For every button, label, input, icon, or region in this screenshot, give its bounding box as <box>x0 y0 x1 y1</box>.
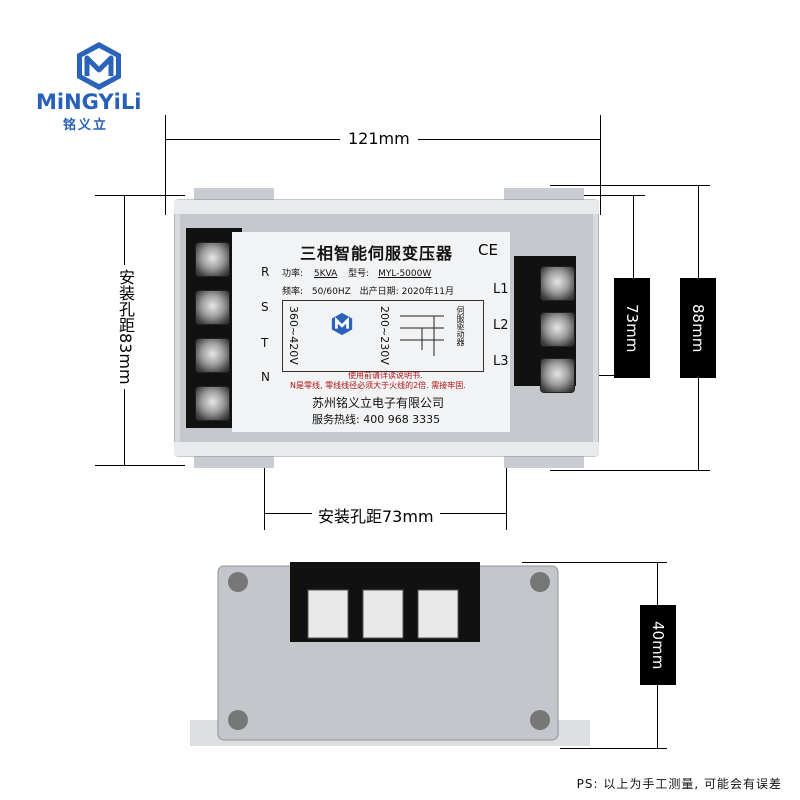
date-value: 2020年11月 <box>401 287 454 297</box>
footnote: PS: 以上为手工测量, 可能会有误差 <box>576 777 782 791</box>
dim-tick-h2 <box>550 470 710 471</box>
ce-mark: CE <box>478 241 498 259</box>
brand-name-cn: 铭义立 <box>63 118 109 133</box>
terminal-screw-icon <box>540 358 575 393</box>
wiring-diagram <box>282 300 484 372</box>
output-voltage: 200~230V <box>378 306 391 365</box>
driver-label: 伺服驱动器 <box>456 306 465 346</box>
dim-depth-label: 40mm <box>640 605 676 685</box>
dim-tick-mw2 <box>506 460 507 530</box>
nameplate <box>232 232 510 432</box>
dim-terminal-label: 73mm <box>614 278 650 378</box>
warning-1: 使用前请详读说明书. <box>348 371 423 380</box>
terminal-screw-icon <box>195 290 230 325</box>
terminal-screw-icon <box>195 338 230 373</box>
terminal-screw-icon <box>540 312 575 347</box>
product-title: 三相智能伺服变压器 <box>300 244 454 263</box>
power-value: 5KVA <box>313 269 338 279</box>
dim-tick-top <box>95 195 185 196</box>
input-voltage: 360~420V <box>287 306 300 365</box>
terminal-screw-icon <box>540 266 575 301</box>
date-label: 出产日期: <box>359 287 399 297</box>
terminal-screw-icon <box>195 242 230 277</box>
freq-value: 50/60HZ <box>311 287 351 297</box>
dim-mount-width-label: 安装孔距73mm <box>312 503 440 527</box>
dim-tick-left <box>165 115 166 215</box>
terminal-label-r: R <box>261 265 270 279</box>
freq-line: 频率: 50/60HZ 出产日期: 2020年11月 <box>282 284 454 297</box>
freq-label: 频率: <box>282 287 304 297</box>
dim-tick-h1 <box>550 185 710 186</box>
dim-tick-mw1 <box>264 460 265 530</box>
terminal-label-l1: L1 <box>493 282 509 297</box>
dim-tick-d1 <box>522 562 667 563</box>
terminal-label-l3: L3 <box>493 354 509 369</box>
logo-icon <box>77 42 121 90</box>
dim-tick-right <box>600 115 601 215</box>
wiring-logo-icon <box>330 312 354 336</box>
company-name: 苏州铭义立电子有限公司 <box>312 396 445 410</box>
dim-total-label: 88mm <box>680 278 716 378</box>
model-value: MYL-5000W <box>378 269 432 279</box>
terminal-label-s: S <box>261 300 269 314</box>
dim-tick-t2 <box>560 375 645 376</box>
dim-tick-bottom <box>95 465 185 466</box>
model-label: 型号: <box>348 269 370 279</box>
dim-tick-d2 <box>560 748 667 749</box>
wiring-lines <box>400 308 450 363</box>
hotline: 服务热线: 400 968 3335 <box>312 413 441 426</box>
brand-logo <box>73 40 125 92</box>
dim-tick-t1 <box>560 195 645 196</box>
terminal-label-t: T <box>261 336 269 350</box>
dim-width-label: 121mm <box>340 129 418 148</box>
warning-2: N是零线, 零线线径必须大于火线的2倍. 需接牢固. <box>290 381 466 390</box>
brand-name: MiNGYiLi <box>36 90 142 114</box>
dim-mount-height-label: 安装孔距83mm <box>113 265 137 389</box>
terminal-screw-icon <box>195 386 230 421</box>
power-line: 功率: 5KVA 型号: MYL-5000W <box>282 266 437 279</box>
power-label: 功率: <box>282 269 304 279</box>
terminal-label-n: N <box>261 370 270 384</box>
transformer-side-view <box>190 562 590 752</box>
terminal-label-l2: L2 <box>493 318 509 333</box>
